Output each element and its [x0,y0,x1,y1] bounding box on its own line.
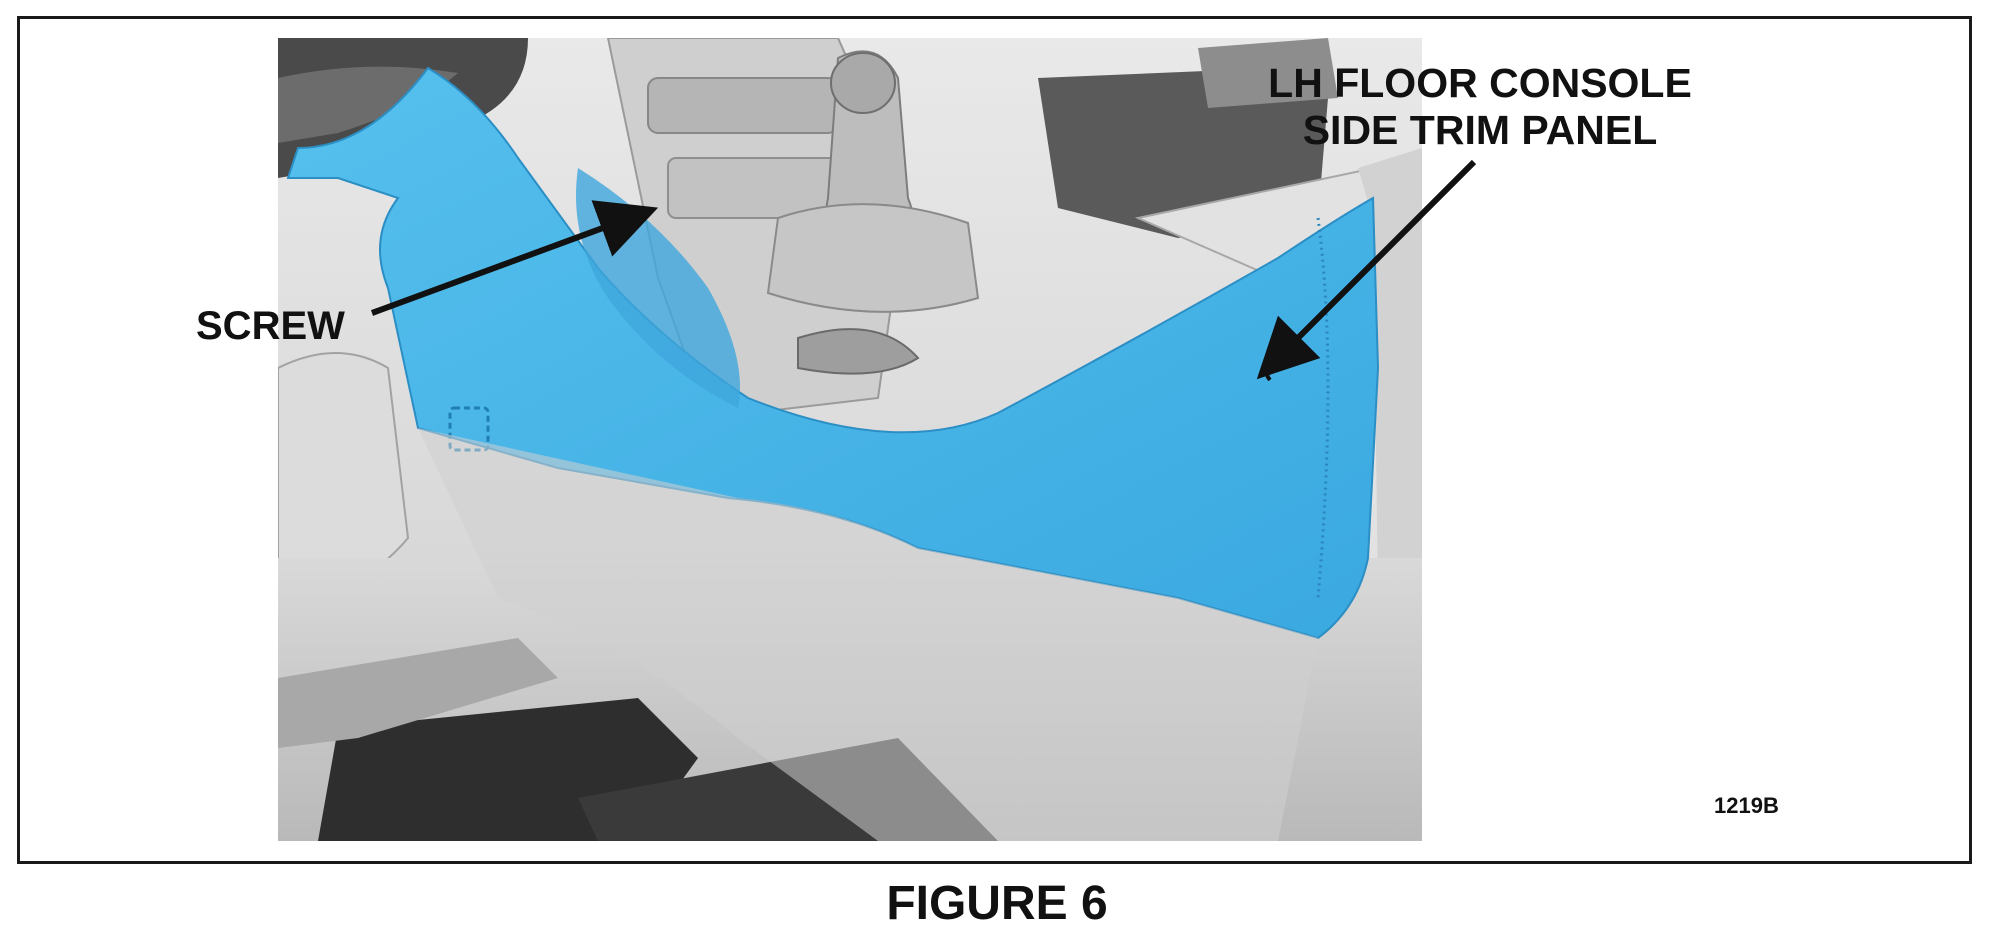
shifter-knob [830,52,896,114]
air-vent [1198,38,1338,108]
panel-callout-label: LH FLOOR CONSOLE SIDE TRIM PANEL [1268,60,1692,154]
radio-panel [647,77,839,134]
screw-callout-label: SCREW [196,304,345,348]
console-illustration [278,38,1422,841]
figure-caption: FIGURE 6 [886,877,1108,930]
shift-boot [766,203,980,313]
console-base [418,428,1318,841]
parking-brake-lever [797,328,920,375]
part-number-label: 1219B [1714,793,1779,818]
floor-rail [278,638,558,748]
